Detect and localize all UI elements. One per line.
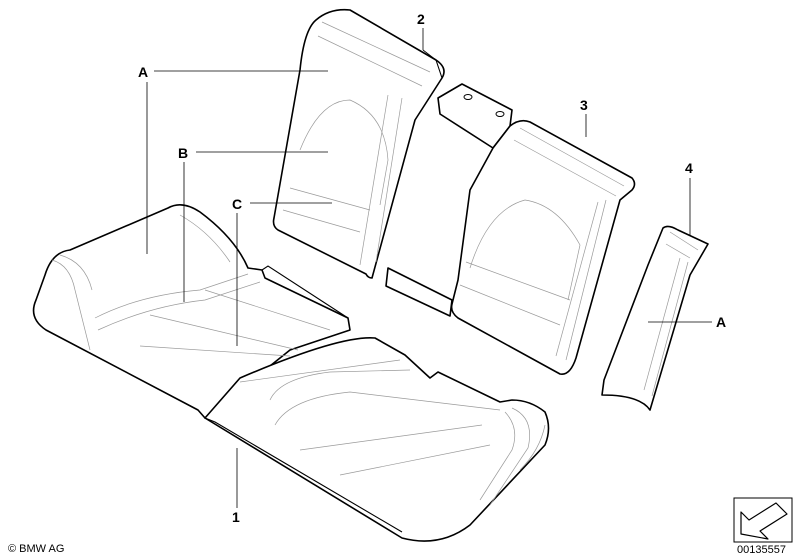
copyright-text: © BMW AG [8,543,64,555]
callout-label-a-side: A [716,314,726,330]
backrest-cover-part-2 [272,8,445,279]
callout-part-4: 4 [685,160,693,176]
callout-label-b: B [178,145,188,161]
callout-part-1: 1 [232,509,240,525]
callout-label-c: C [232,196,242,212]
diagram-number: 00135557 [737,544,786,556]
callout-label-a-top: A [138,64,148,80]
leader-lines [146,28,712,508]
side-trim-part-4 [601,225,709,411]
arrow-direction-icon [733,497,793,543]
seat-cover-part-1 [204,337,550,542]
backrest-frame-part-3 [385,83,636,375]
callout-part-2: 2 [417,11,425,27]
callout-part-3: 3 [580,97,588,113]
